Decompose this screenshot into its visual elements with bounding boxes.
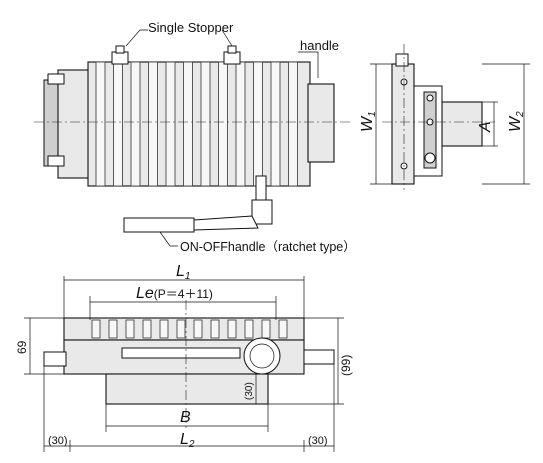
- front-base-block: [105, 373, 269, 405]
- front-fin: [210, 319, 220, 339]
- front-left-foot: [43, 351, 67, 367]
- side-handle-block: [441, 101, 483, 147]
- fin: [253, 61, 263, 187]
- side-stopper-cap: [395, 53, 409, 67]
- fin: [130, 61, 141, 187]
- handle-grip: [123, 217, 195, 233]
- side-view: [370, 44, 530, 190]
- front-fin: [278, 319, 288, 339]
- handle-arm: [193, 215, 259, 231]
- ratchet-dial: [243, 337, 281, 375]
- label-handle: handle: [300, 38, 339, 53]
- stopper-right-cap: [227, 45, 237, 54]
- stopper-right: [223, 51, 241, 65]
- stopper-left-cap: [115, 45, 125, 54]
- label-30-right: (30): [308, 435, 328, 447]
- leader-stopper-right: [221, 29, 233, 47]
- front-fins-group: [91, 319, 288, 339]
- fin: [183, 61, 193, 187]
- front-fin: [108, 319, 118, 339]
- left-bolt-top: [47, 73, 65, 85]
- fin: [148, 61, 158, 187]
- label-w1: W1: [359, 111, 378, 132]
- side-inner-plate: [423, 91, 437, 169]
- fin: [113, 61, 123, 187]
- front-fin: [244, 319, 254, 339]
- label-a: A: [477, 121, 494, 133]
- side-bolt-5: [424, 152, 436, 164]
- front-fin: [176, 319, 186, 339]
- label-99: (99): [339, 355, 353, 376]
- fin: [95, 61, 106, 187]
- fin: [218, 61, 228, 187]
- front-fin: [125, 319, 135, 339]
- label-b: B: [180, 409, 191, 426]
- label-single-stopper: Single Stopper: [148, 20, 234, 35]
- top-view: [34, 29, 350, 247]
- label-30-mid: (30): [244, 382, 255, 400]
- fins-group: [95, 61, 298, 187]
- label-onoff-handle: ON-OFFhandle（ratchet type）: [180, 240, 356, 254]
- label-le: Le(P＝4＋11): [136, 285, 213, 302]
- front-right-foot: [303, 349, 335, 365]
- front-fin: [142, 319, 152, 339]
- side-bolt-3: [426, 94, 434, 102]
- leader-onoff: [159, 231, 178, 247]
- front-fin: [193, 319, 203, 339]
- label-l1: L1: [176, 263, 190, 282]
- front-fin: [261, 319, 271, 339]
- front-fin: [227, 319, 237, 339]
- front-handle-bar: [121, 347, 241, 359]
- label-69: 69: [15, 340, 29, 354]
- leader-handle: [298, 51, 319, 78]
- stopper-left: [111, 51, 129, 65]
- fin: [288, 61, 298, 187]
- front-view: [24, 276, 344, 452]
- left-bolt-bottom: [47, 155, 65, 167]
- label-l2: L2: [180, 431, 195, 450]
- fin: [270, 61, 281, 187]
- label-w2: W2: [507, 111, 526, 132]
- front-fin: [91, 319, 101, 339]
- fin: [235, 61, 246, 187]
- label-30-left: (30): [48, 435, 68, 447]
- fin: [200, 61, 211, 187]
- front-fin: [159, 319, 169, 339]
- leader-stopper-left: [125, 29, 148, 47]
- handle-hub: [251, 199, 273, 225]
- ratchet-dial-inner: [249, 343, 275, 369]
- fin: [165, 61, 176, 187]
- handle-block: [307, 83, 335, 163]
